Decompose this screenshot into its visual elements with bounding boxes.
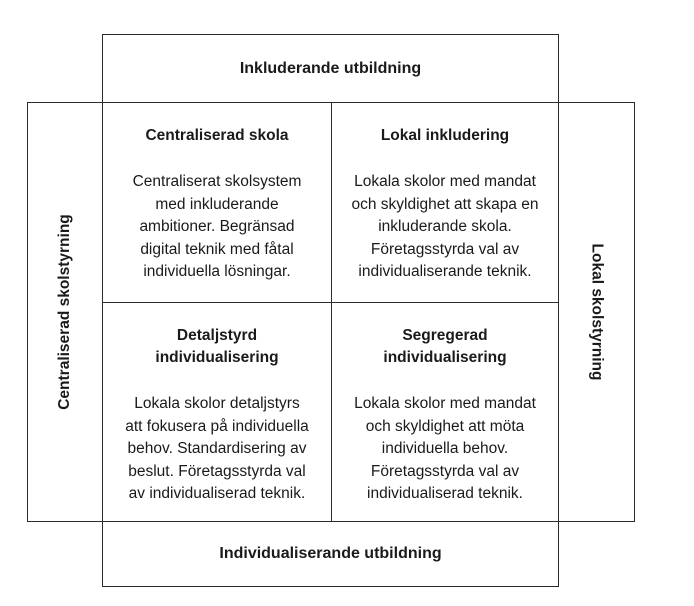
quadrant-top-left-body: Centraliserat skolsystem med inkluderand… [132,173,302,280]
quadrant-top-right: Lokal inkludering Lokala skolor med mand… [332,103,558,303]
axis-top-label: Inkluderande utbildning [239,59,422,77]
quadrant-bottom-right-body: Lokala skolor med mandat och skyldighet … [354,395,536,502]
quadrant-top-left: Centraliserad skola Centraliserat skolsy… [103,103,332,303]
axis-bottom-banner: Individualiserande utbildning [102,521,559,587]
quadrant-bottom-left: Detaljstyrd individualisering Lokala sko… [103,303,332,521]
axis-right-banner: Lokal skolstyrning [558,102,635,522]
axis-bottom-label: Individualiserande utbildning [219,545,442,562]
quadrant-top-right-body: Lokala skolor med mandat och skyldighet … [351,173,539,280]
axis-left-banner: Centraliserad skolstyrning [27,102,103,522]
axis-left-label: Centraliserad skolstyrning [56,214,74,410]
axis-top-banner: Inkluderande utbildning [102,34,559,103]
quadrant-top-left-title: Centraliserad skola [145,127,289,144]
quadrant-bottom-left-title: Detaljstyrd individualisering [155,327,279,366]
quadrant-bottom-left-body: Lokala skolor detaljstyrs att fokusera p… [125,395,309,502]
axis-right-label: Lokal skolstyrning [588,243,606,381]
quadrant-bottom-right-title: Segregerad individualisering [383,327,507,366]
quadrant-grid: Centraliserad skola Centraliserat skolsy… [102,102,559,522]
quadrant-top-right-title: Lokal inkludering [380,127,510,144]
quadrant-bottom-right: Segregerad individualisering Lokala skol… [332,303,558,521]
